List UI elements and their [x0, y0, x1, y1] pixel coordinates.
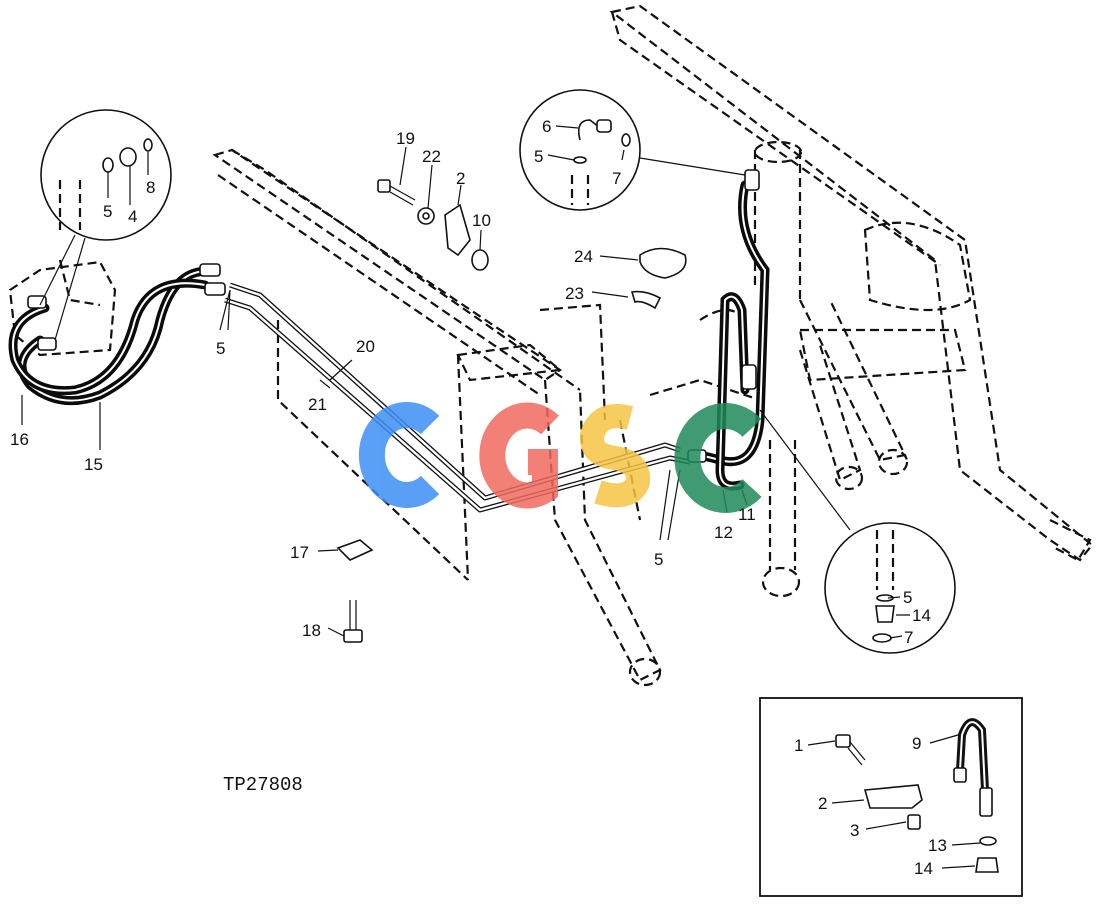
callout-16: 16 — [10, 430, 29, 449]
callout-21: 21 — [308, 395, 327, 414]
detail-circle-top — [519, 89, 746, 211]
callout-2: 2 — [456, 169, 465, 188]
inset-hose-9 — [953, 718, 993, 817]
callout-11: 11 — [738, 505, 756, 524]
plate-17 — [336, 539, 374, 561]
callout-7-bottom: 7 — [904, 628, 913, 647]
callout-1: 1 — [794, 736, 803, 755]
tube-20 — [229, 282, 681, 501]
hose-11 — [695, 180, 770, 466]
watermark — [358, 402, 762, 513]
callout-5-circle-left: 5 — [103, 202, 112, 221]
callout-4: 4 — [128, 207, 137, 226]
callout-14-inset: 14 — [914, 859, 933, 878]
inset-bolt-1 — [835, 734, 866, 766]
band-clamp-24 — [639, 247, 687, 279]
callout-5-circle-bottom: 5 — [903, 588, 912, 607]
callout-7-top: 7 — [612, 169, 621, 188]
callout-24: 24 — [574, 247, 593, 266]
leader-lines — [21, 125, 981, 869]
callout-14-circle: 14 — [912, 606, 931, 625]
inset-nut-3 — [907, 814, 921, 830]
callout-2-inset: 2 — [818, 794, 827, 813]
callout-3: 3 — [850, 821, 859, 840]
callout-13: 13 — [928, 836, 947, 855]
callout-10: 10 — [472, 211, 491, 230]
callout-22: 22 — [422, 147, 441, 166]
callout-17: 17 — [290, 543, 309, 562]
callout-5-circle-top: 5 — [534, 147, 543, 166]
callout-12: 12 — [714, 523, 733, 542]
hose-16 — [8, 278, 210, 396]
callout-15: 15 — [84, 455, 103, 474]
callout-5-mid: 5 — [654, 550, 663, 569]
callout-5-left: 5 — [216, 339, 225, 358]
bolt-18 — [343, 600, 363, 643]
detail-circle-bottom — [759, 409, 956, 654]
clip-23 — [630, 290, 662, 310]
inset-fitting-14 — [975, 857, 999, 873]
detail-circle-left — [39, 109, 172, 341]
callout-labels: 19 22 2 10 24 23 5 16 15 20 21 5 12 11 1… — [10, 117, 947, 878]
bolt-19 — [377, 179, 416, 206]
callout-18: 18 — [302, 621, 321, 640]
control-valve — [8, 259, 117, 357]
callout-19: 19 — [396, 129, 415, 148]
callout-23: 23 — [565, 284, 584, 303]
loader-boom-center — [212, 148, 761, 687]
inset-box — [759, 697, 1023, 897]
hose-fittings-left — [27, 263, 226, 351]
figure-code: TP27808 — [223, 774, 303, 796]
callout-6: 6 — [542, 117, 551, 136]
inset-clamp-2 — [863, 784, 923, 809]
callout-8: 8 — [146, 178, 155, 197]
inset-oring-13 — [979, 836, 997, 846]
loader-frame-right — [609, 4, 1094, 598]
nut-10 — [471, 249, 489, 271]
hose-15 — [17, 266, 220, 406]
hose-12 — [715, 292, 750, 491]
callout-9: 9 — [912, 734, 921, 753]
clamp-2-top — [444, 203, 471, 257]
callout-20: 20 — [356, 337, 375, 356]
